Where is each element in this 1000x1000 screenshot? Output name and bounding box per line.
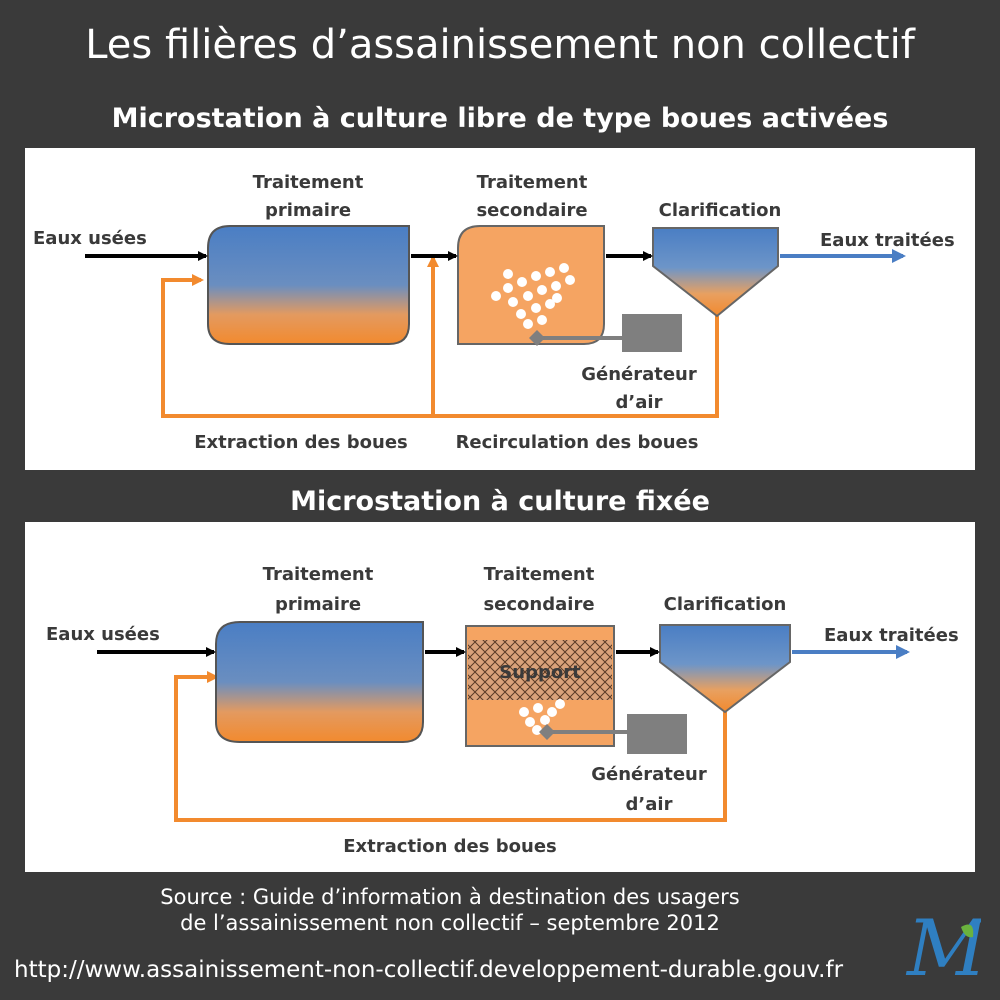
diagram2-svg: Eaux usées Traitement primaire Traitemen… bbox=[46, 564, 959, 857]
page-title: Les filières d’assainissement non collec… bbox=[85, 22, 915, 68]
primary-tank bbox=[215, 621, 424, 743]
label-output: Eaux traitées bbox=[820, 230, 955, 251]
label-generator-line1: Générateur bbox=[581, 364, 697, 385]
label-support: Support bbox=[499, 662, 581, 683]
label-extraction: Extraction des boues bbox=[194, 432, 408, 453]
label-secondary-line1: Traitement bbox=[477, 172, 588, 193]
label-secondary-line2: secondaire bbox=[476, 200, 587, 221]
air-diffuser-icon bbox=[529, 330, 545, 346]
label-output: Eaux traitées bbox=[824, 625, 959, 646]
label-generator-line1: Générateur bbox=[591, 764, 707, 785]
source-citation: Source : Guide d’information à destinati… bbox=[0, 884, 900, 936]
label-secondary-line2: secondaire bbox=[483, 594, 594, 615]
label-input: Eaux usées bbox=[33, 228, 147, 249]
source-line-1: Source : Guide d’information à destinati… bbox=[160, 885, 740, 909]
label-generator-line2: d’air bbox=[626, 794, 673, 815]
diagram1-svg: Eaux usées Traitement primaire Traitemen… bbox=[33, 172, 955, 453]
label-generator-line2: d’air bbox=[616, 392, 663, 413]
extraction-line bbox=[161, 274, 719, 418]
secondary-tank bbox=[457, 225, 605, 345]
diagram1-panel: Eaux usées Traitement primaire Traitemen… bbox=[25, 148, 975, 470]
label-extraction: Extraction des boues bbox=[343, 836, 557, 857]
label-clarification: Clarification bbox=[664, 594, 787, 615]
label-primary-line1: Traitement bbox=[253, 172, 364, 193]
source-line-2: de l’assainissement non collectif – sept… bbox=[180, 911, 720, 935]
logo-leaf-icon bbox=[961, 924, 974, 938]
air-generator bbox=[627, 714, 687, 754]
diagram2-panel: Eaux usées Traitement primaire Traitemen… bbox=[25, 522, 975, 872]
air-diffuser-icon bbox=[539, 724, 555, 740]
clarifier bbox=[652, 227, 779, 318]
primary-tank bbox=[207, 225, 410, 345]
diagram1-title: Microstation à culture libre de type bou… bbox=[111, 103, 889, 134]
label-primary-line2: primaire bbox=[275, 594, 361, 615]
clarifier bbox=[659, 624, 791, 714]
diagram2-title: Microstation à culture fixée bbox=[290, 486, 710, 517]
air-generator bbox=[622, 314, 682, 352]
label-primary-line1: Traitement bbox=[263, 564, 374, 585]
label-secondary-line1: Traitement bbox=[484, 564, 595, 585]
website-url[interactable]: http://www.assainissement-non-collectif.… bbox=[14, 957, 844, 983]
extraction-line bbox=[174, 671, 727, 822]
label-input: Eaux usées bbox=[46, 624, 160, 645]
label-clarification: Clarification bbox=[659, 200, 782, 221]
support-media bbox=[468, 640, 612, 700]
label-primary-line2: primaire bbox=[265, 200, 351, 221]
label-recirculation: Recirculation des boues bbox=[456, 432, 699, 453]
logo-letter: M bbox=[905, 904, 981, 987]
air-bubbles bbox=[491, 263, 575, 329]
logo-m-icon: M bbox=[905, 904, 981, 987]
